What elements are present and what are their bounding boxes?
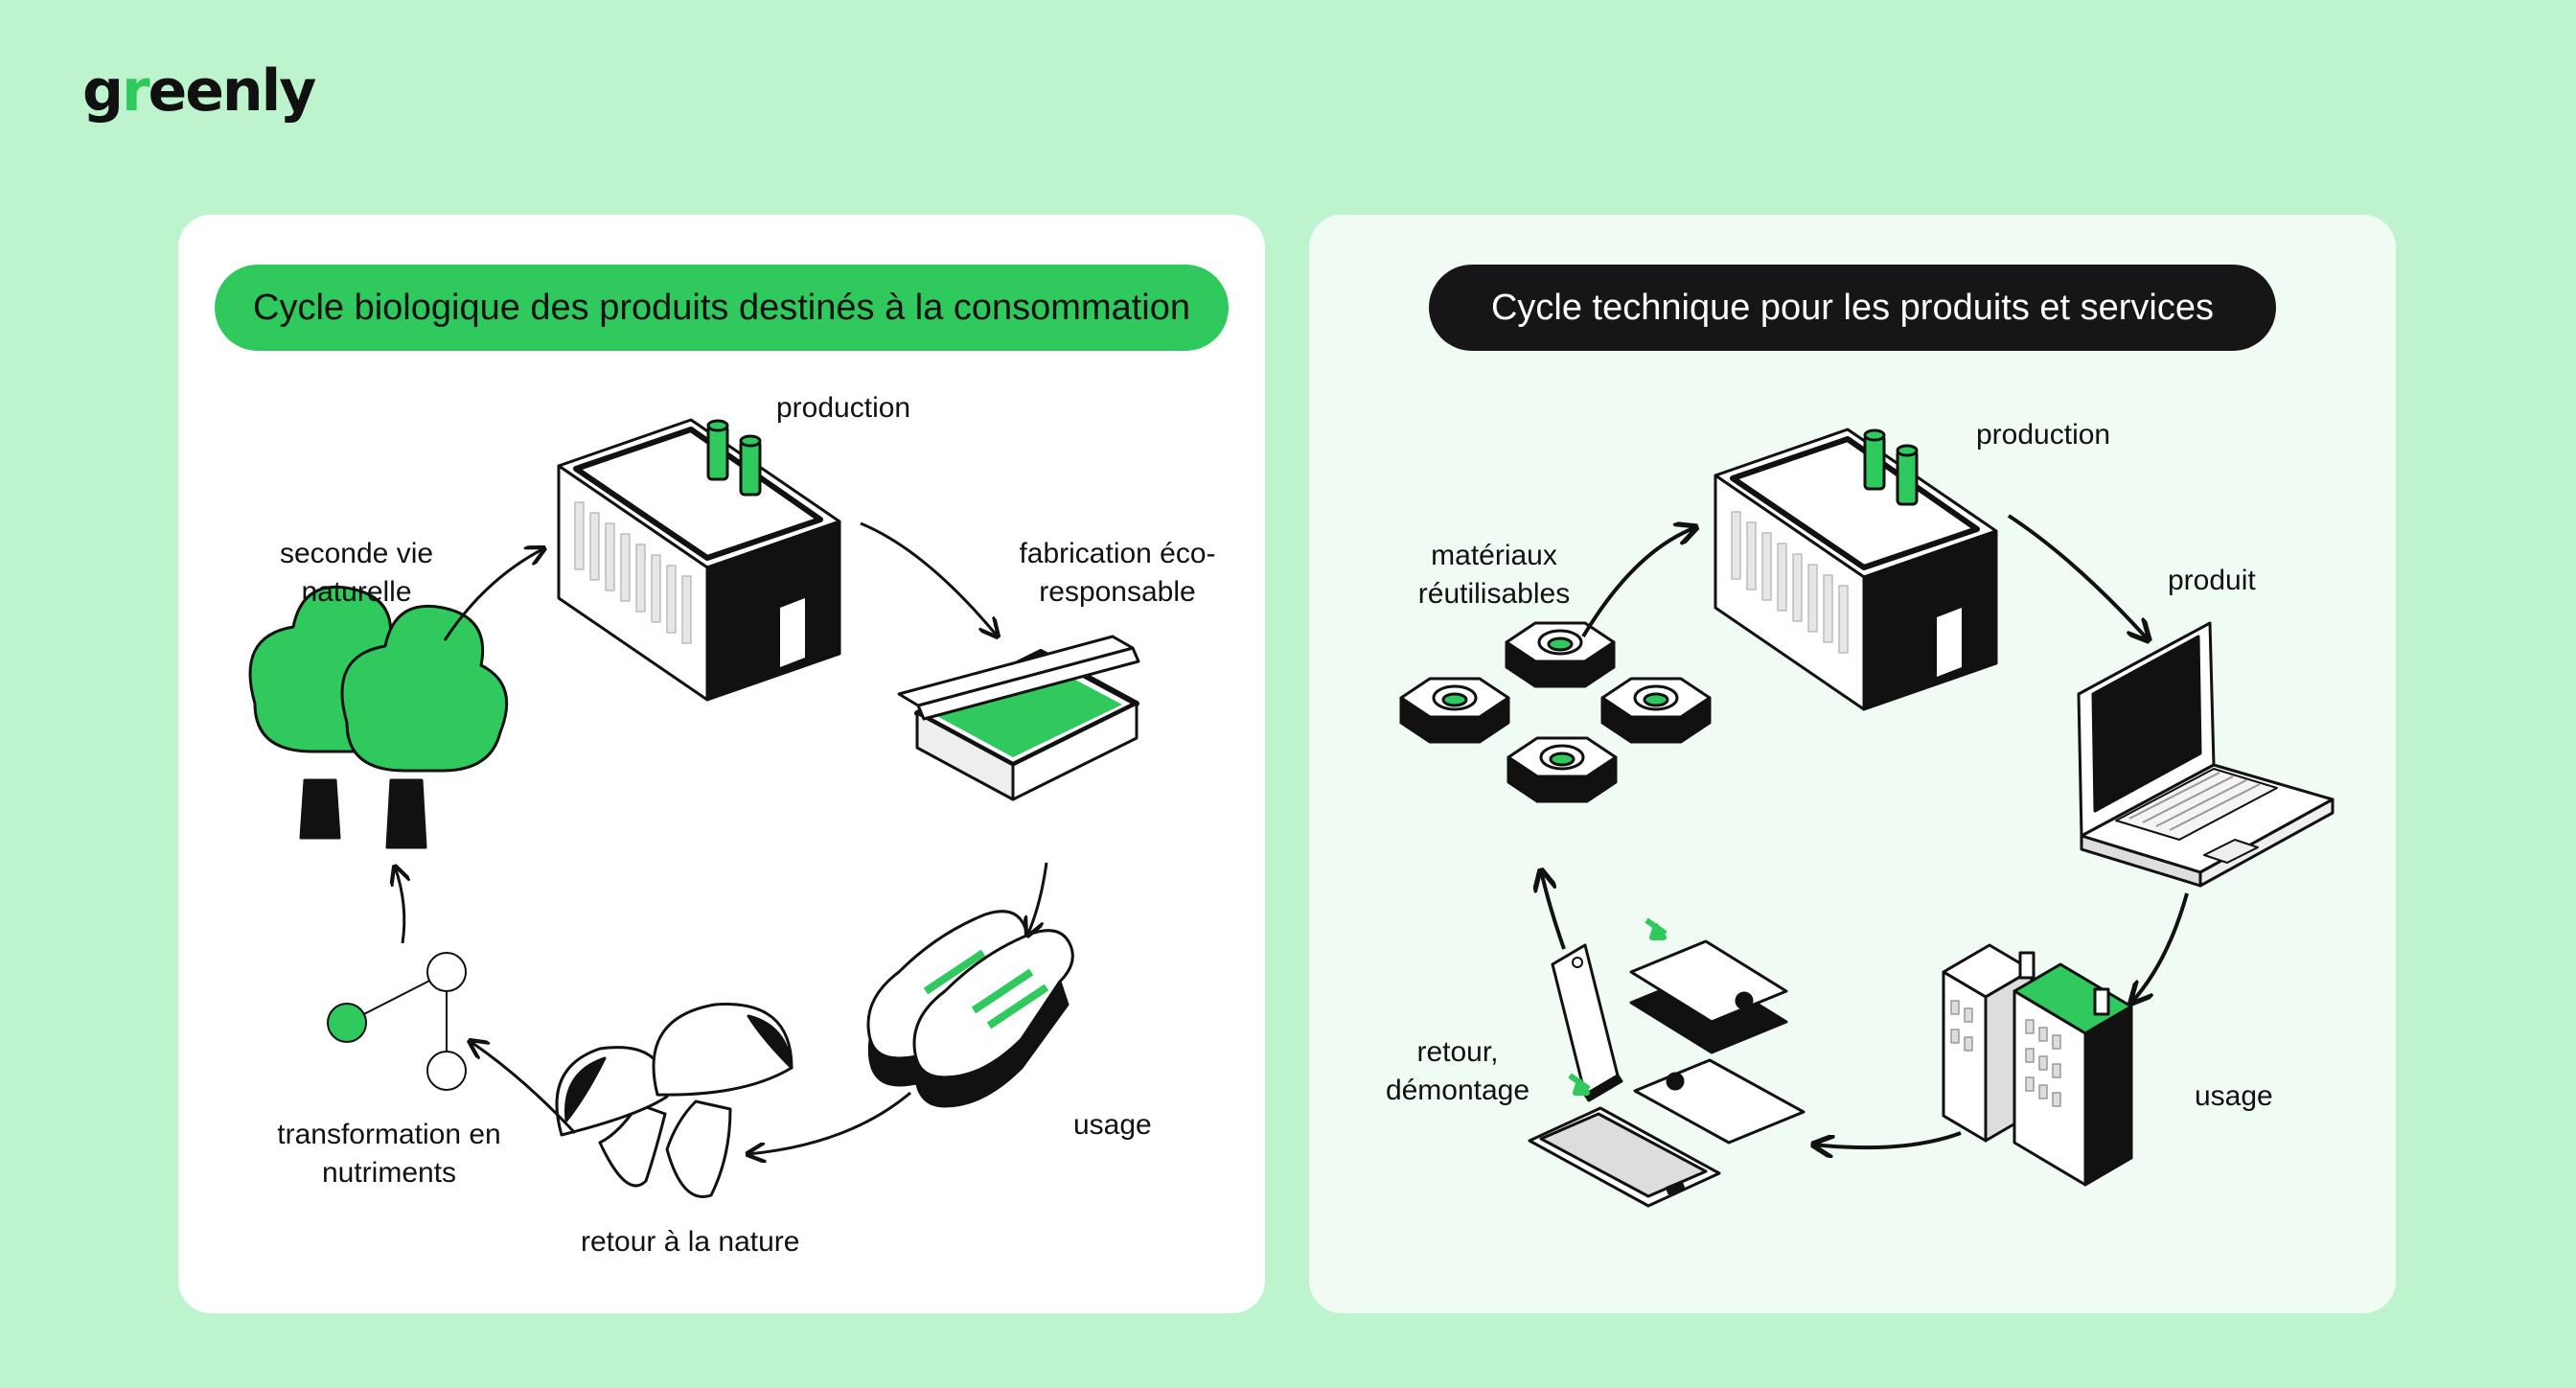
nutrients-icon bbox=[327, 952, 467, 1091]
label-return-line1: retour, bbox=[1416, 1036, 1499, 1068]
reusable-materials-icon bbox=[1399, 621, 1712, 803]
cycle-arrows bbox=[1541, 514, 2189, 1147]
technical-cycle-diagram bbox=[1399, 428, 2334, 1208]
disassembled-phone-icon bbox=[1528, 917, 1806, 1208]
cycle-arrows bbox=[395, 521, 1048, 1154]
technical-cycle-title: Cycle technique pour les produits et ser… bbox=[1429, 265, 2276, 351]
box-icon bbox=[897, 635, 1140, 801]
label-second-life: seconde vie naturelle bbox=[261, 535, 452, 612]
label-fabrication: fabrication éco- responsable bbox=[1012, 535, 1223, 612]
label-transformation-line2: nutriments bbox=[321, 1157, 457, 1189]
shoes-icon bbox=[866, 910, 1074, 1108]
laptop-icon bbox=[2077, 621, 2334, 888]
label-production: production bbox=[776, 392, 911, 424]
greenly-logo: greenly bbox=[82, 58, 317, 125]
mushrooms-icon bbox=[555, 1003, 794, 1198]
logo-text-post: eenly bbox=[148, 58, 317, 125]
label-transformation-line1: transformation en bbox=[277, 1119, 501, 1150]
label-materials-line2: réutilisables bbox=[1417, 578, 1571, 610]
biological-cycle-panel: Cycle biologique des produits destinés à… bbox=[178, 215, 1265, 1313]
label-usage: usage bbox=[2195, 1080, 2273, 1112]
label-return-nature: retour à la nature bbox=[581, 1226, 800, 1258]
factory-icon bbox=[557, 418, 841, 702]
logo-text-pre: g bbox=[82, 58, 124, 125]
label-second-life-line1: seconde vie bbox=[279, 538, 434, 569]
label-materials-line1: matériaux bbox=[1431, 540, 1557, 571]
buildings-icon bbox=[1942, 943, 2133, 1187]
label-fabrication-line1: fabrication éco- bbox=[1019, 538, 1216, 569]
technical-cycle-panel: Cycle technique pour les produits et ser… bbox=[1309, 215, 2396, 1313]
label-return-line2: démontage bbox=[1385, 1075, 1530, 1106]
logo-text-accent: r bbox=[121, 58, 150, 125]
biological-cycle-diagram bbox=[248, 418, 1140, 1198]
label-reusable-materials: matériaux réutilisables bbox=[1393, 537, 1595, 613]
label-return-disassembly: retour, démontage bbox=[1367, 1033, 1549, 1110]
label-transformation: transformation en nutriments bbox=[264, 1116, 514, 1192]
label-usage: usage bbox=[1073, 1109, 1152, 1141]
label-fabrication-line2: responsable bbox=[1039, 576, 1196, 608]
biological-cycle-title: Cycle biologique des produits destinés à… bbox=[215, 265, 1229, 351]
label-product: produit bbox=[2168, 565, 2256, 596]
factory-icon bbox=[1714, 428, 1998, 711]
label-second-life-line2: naturelle bbox=[301, 576, 412, 608]
trees-icon bbox=[248, 585, 509, 849]
label-production: production bbox=[1976, 419, 2111, 451]
